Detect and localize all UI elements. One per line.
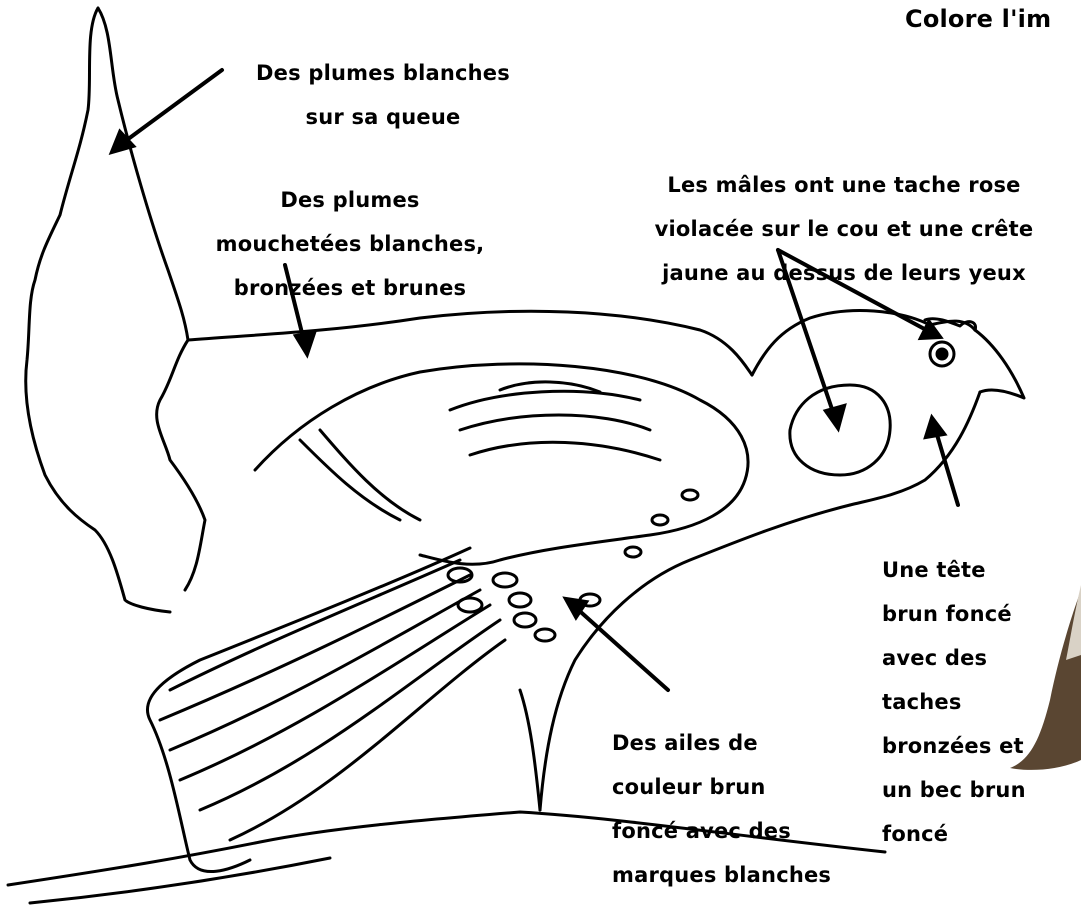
males-label-line: Les mâles ont une tache rose [607,174,1081,196]
tail-label: Des plumes blanches sur sa queue [228,40,538,150]
wing-spot [509,593,531,607]
head-label-line: avec des [882,647,1072,669]
body-feathers-label-line: bronzées et brunes [185,277,515,299]
wing-spot [652,515,668,525]
arrow-wings [574,606,668,690]
page-heading: Colore l'im [905,8,1051,30]
wings-label-line: Des ailes de [612,732,882,754]
males-label-line: violacée sur le cou et une crête [607,218,1081,240]
head-label-line: brun foncé [882,603,1072,625]
head-label-line: taches [882,691,1072,713]
males-label: Les mâles ont une tache rose violacée su… [607,152,1081,306]
arrow-body-feathers-head [296,333,314,354]
arrow-tail [120,70,222,145]
wing-spot [493,573,517,587]
throat [850,392,980,505]
wing-spot [535,629,555,641]
tail-label-line: Des plumes blanches [228,62,538,84]
primary-3 [170,590,480,750]
tail-outline [26,8,188,612]
beak [975,330,1024,398]
wings-label-line: marques blanches [612,864,882,886]
arrow-head-head [926,418,944,437]
wing-spot [625,547,641,557]
body-feathers-label-line: mouchetées blanches, [185,233,515,255]
wings-label-line: foncé avec des [612,820,882,842]
wing-spot [514,613,536,627]
wing-covert-e [300,440,400,520]
head-label: Une tête brun foncé avec des taches bron… [882,537,1072,867]
wings-label: Des ailes de couleur brun foncé avec des… [612,710,882,908]
ground-line-lower [30,858,330,903]
arrow-males-left-head [826,406,844,428]
males-label-line: jaune au dessus de leurs yeux [607,262,1081,284]
leg-line [520,690,540,810]
wing-covert-c [470,442,660,460]
body-feathers-label: Des plumes mouchetées blanches, bronzées… [185,167,515,321]
wing-top [255,364,748,564]
head-label-line: bronzées et [882,735,1072,757]
body-feathers-label-line: Des plumes [185,189,515,211]
wing-covert-a [450,391,640,410]
wing-spot [458,598,482,612]
wing-covert-b [460,415,650,430]
head-label-line: Une tête [882,559,1072,581]
wing-spot [682,490,698,500]
wing-primaries-outline [147,548,470,872]
eye-inner [937,349,947,359]
head-label-line: un bec brun [882,779,1072,801]
neck-sac [790,385,890,475]
tail-label-line: sur sa queue [228,106,538,128]
body-left-outline [157,340,205,590]
wings-label-line: couleur brun [612,776,882,798]
head-label-line: foncé [882,823,1072,845]
